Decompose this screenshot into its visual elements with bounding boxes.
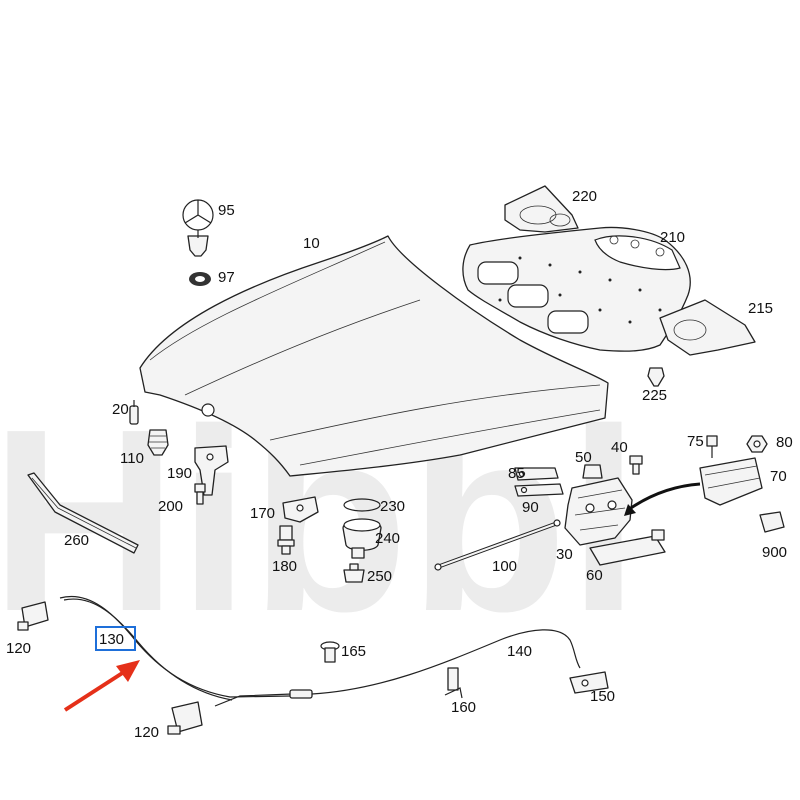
clip-part-250	[343, 563, 365, 583]
label-110: 110	[120, 450, 144, 467]
bolt-part-40	[629, 455, 643, 475]
buffer-part-180	[277, 525, 295, 555]
label-200: 200	[158, 498, 183, 515]
label-90: 90	[522, 499, 539, 516]
insulation-mat-part-210	[462, 226, 691, 352]
label-260: 260	[64, 532, 89, 549]
red-pointer-arrow	[63, 670, 126, 712]
ring-part-230	[343, 498, 381, 512]
cable-end-part-150	[569, 671, 609, 694]
red-pointer-arrow-head	[116, 660, 140, 682]
label-225: 225	[642, 387, 667, 404]
latch-bracket-part-60	[589, 529, 666, 566]
module-arrow	[627, 482, 701, 512]
label-230: 230	[380, 498, 405, 515]
pin-part-20	[129, 400, 139, 425]
emblem-part-95	[182, 199, 214, 257]
label-190: 190	[167, 465, 192, 482]
label-160: 160	[451, 699, 476, 716]
label-170: 170	[250, 505, 275, 522]
label-210: 210	[660, 229, 685, 246]
label-97: 97	[218, 269, 235, 286]
label-120-left: 120	[6, 640, 31, 657]
label-240: 240	[375, 530, 400, 547]
clip-part-225	[647, 367, 665, 387]
plug-part-165	[320, 641, 340, 663]
latch-bolt-part-85	[514, 467, 559, 481]
hinge-part-190	[194, 445, 229, 496]
label-80: 80	[776, 434, 793, 451]
nut-part-80	[746, 435, 768, 453]
label-10: 10	[303, 235, 320, 252]
label-220: 220	[572, 188, 597, 205]
bolt-part-200	[194, 483, 206, 505]
label-130: 130	[99, 631, 124, 648]
label-40: 40	[611, 439, 628, 456]
insulation-part-220	[504, 185, 579, 233]
seal-strip-part-260	[27, 472, 139, 554]
screw-part-75	[706, 435, 718, 458]
buffer-part-240	[342, 518, 382, 559]
module-arrow-head	[624, 504, 636, 516]
label-900: 900	[762, 544, 787, 561]
label-70: 70	[770, 468, 787, 485]
bump-stop-part-110	[147, 429, 169, 456]
label-120-bottom: 120	[134, 724, 159, 741]
label-180: 180	[272, 558, 297, 575]
label-165: 165	[341, 643, 366, 660]
holder-part-160	[444, 667, 463, 699]
label-95: 95	[218, 202, 235, 219]
handle-part-120-left	[17, 601, 49, 631]
gasket-part-97	[189, 272, 211, 286]
handle-part-120-bottom	[167, 701, 203, 735]
latch-bolt-part-90	[514, 483, 564, 497]
label-140: 140	[507, 643, 532, 660]
hood-part-10	[139, 235, 609, 477]
label-215: 215	[748, 300, 773, 317]
label-150: 150	[590, 688, 615, 705]
bracket-part-170	[282, 496, 319, 523]
label-250: 250	[367, 568, 392, 585]
cap-part-50	[582, 464, 603, 479]
module-part-70	[699, 457, 763, 506]
label-85: 85	[508, 465, 525, 482]
insulation-part-215	[659, 299, 756, 356]
label-30: 30	[556, 546, 573, 563]
connector-part-900	[759, 511, 785, 533]
hood-latch-part-30	[564, 477, 633, 546]
gas-strut-part-100	[434, 519, 561, 571]
label-75: 75	[687, 433, 704, 450]
label-100: 100	[492, 558, 517, 575]
label-60: 60	[586, 567, 603, 584]
label-50: 50	[575, 449, 592, 466]
label-20: 20	[112, 401, 129, 418]
release-cable-part-140	[289, 629, 581, 699]
highlight-box	[95, 626, 136, 651]
